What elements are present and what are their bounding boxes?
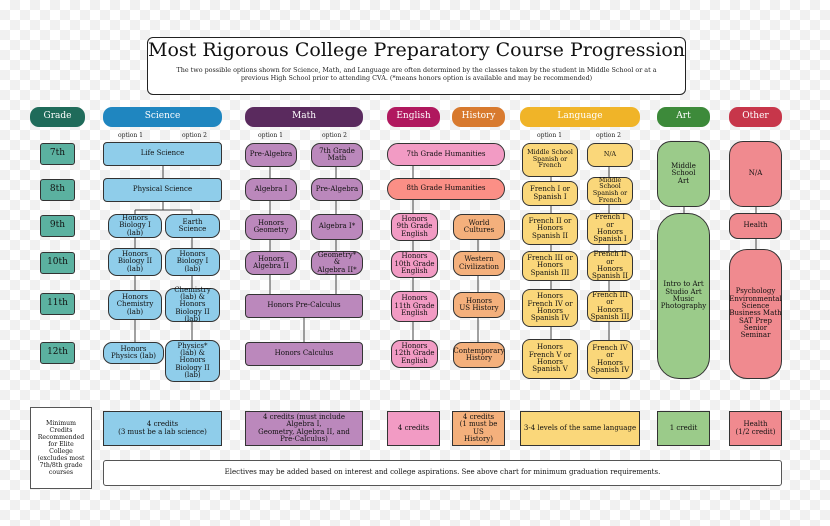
science-g11-option1: Honors Chemistry (lab) — [108, 290, 162, 320]
header-language: Language — [520, 107, 640, 127]
history-g11: Honors US History — [453, 292, 505, 318]
minimum-science: 4 credits (3 must be a lab science) — [103, 411, 222, 446]
minimum-history: 4 credits (1 must be US History) — [452, 411, 505, 446]
history-g12: Contemporary History — [453, 342, 505, 368]
page-subtitle: The two possible options shown for Scien… — [176, 66, 657, 83]
language-g9-option2: French I or Honors Spanish I — [587, 213, 633, 245]
grade-11th: 11th — [40, 293, 75, 315]
english-g10: Honors 10th Grade English — [391, 251, 438, 278]
language-g12-option2: French IV or Honors Spanish IV — [587, 340, 633, 379]
language-option2-label: option 2 — [596, 132, 621, 139]
math-g8-option1: Algebra I — [245, 178, 297, 201]
history-g10: Western Civilization — [453, 251, 505, 276]
english-g8: 8th Grade Humanities — [387, 178, 505, 200]
grade-9th: 9th — [40, 215, 75, 237]
language-g7-option1: Middle School Spanish or French — [522, 143, 578, 177]
header-science: Science — [103, 107, 222, 127]
header-math: Math — [245, 107, 363, 127]
english-g12: Honors 12th Grade English — [391, 340, 438, 368]
minimum-art: 1 credit — [657, 411, 710, 446]
science-g12-option2: Physics* (lab) & Honors Biology II (lab) — [165, 340, 220, 382]
science-g10-option2: Honors Biology I (lab) — [165, 248, 220, 276]
grade-8th: 8th — [40, 179, 75, 201]
math-option1-label: option 1 — [258, 132, 283, 139]
math-g7-option1: Pre-Algebra — [245, 143, 297, 167]
grade-7th: 7th — [40, 143, 75, 165]
language-g7-option2: N/A — [587, 143, 633, 167]
language-option1-label: option 1 — [537, 132, 562, 139]
english-g7: 7th Grade Humanities — [387, 143, 505, 166]
math-g11: Honors Pre-Calculus — [245, 294, 363, 318]
math-g8-option2: Pre-Algebra — [311, 178, 363, 201]
minimum-english: 4 credits — [387, 411, 440, 446]
language-g11-option2: French III or Honors Spanish III — [587, 291, 633, 322]
science-option2-label: option 2 — [182, 132, 207, 139]
english-g9: Honors 9th Grade English — [391, 213, 438, 241]
language-g9-option1: French II or Honors Spanish II — [522, 213, 578, 245]
science-g12-option1: Honors Physics (lab) — [103, 342, 164, 364]
math-g12: Honors Calculus — [245, 342, 363, 366]
minimum-language: 3-4 levels of the same language — [520, 411, 640, 446]
grade-10th: 10th — [40, 252, 75, 274]
history-g9: World Cultures — [453, 214, 505, 240]
english-g11: Honors 11th Grade English — [391, 291, 438, 322]
header-english: English — [387, 107, 440, 127]
header-other: Other — [729, 107, 782, 127]
art-middle-school: Middle School Art — [657, 141, 710, 207]
minimum-credits-label: Minimum Credits Recommended for Elite Co… — [30, 407, 92, 489]
language-g12-option1: Honors French V or Honors Spanish V — [522, 339, 578, 379]
science-option1-label: option 1 — [118, 132, 143, 139]
science-g9-option1: Honors Biology I (lab) — [108, 214, 162, 238]
science-g7: Life Science — [103, 142, 222, 166]
math-option2-label: option 2 — [322, 132, 347, 139]
science-g9-option2: Earth Science — [165, 214, 220, 238]
header-history: History — [452, 107, 505, 127]
art-high-school: Intro to Art Studio Art Music Photograph… — [657, 213, 710, 379]
other-health: Health — [729, 213, 782, 239]
header-grade: Grade — [30, 107, 85, 127]
math-g9-option1: Honors Geometry — [245, 214, 297, 240]
header-art: Art — [657, 107, 710, 127]
language-g8-option2: Middle School Spanish or French — [587, 177, 633, 205]
language-g10-option2: French II or Honors Spanish II — [587, 251, 633, 281]
math-g7-option2: 7th Grade Math — [311, 143, 363, 167]
electives-note: Electives may be added based on interest… — [103, 460, 782, 486]
language-g10-option1: French III or Honors Spanish III — [522, 251, 578, 281]
science-g10-option1: Honors Biology II (lab) — [108, 248, 162, 276]
page-title: Most Rigorous College Preparatory Course… — [148, 39, 685, 61]
other-electives: Psychology Environmental Science Busines… — [729, 249, 782, 379]
math-g10-option2: Geometry* & Algebra II* — [311, 251, 363, 275]
science-g8: Physical Science — [103, 178, 222, 202]
language-g11-option1: Honors French IV or Honors Spanish IV — [522, 289, 578, 327]
language-g8-option1: French I or Spanish I — [522, 181, 578, 206]
minimum-other: Health (1/2 credit) — [729, 411, 782, 446]
minimum-math: 4 credits (must include Algebra I, Geome… — [245, 411, 363, 446]
science-g11-option2: Chemistry (lab) & Honors Biology II (lab… — [165, 286, 220, 323]
math-g9-option2: Algebra I* — [311, 214, 363, 240]
other-na: N/A — [729, 141, 782, 207]
grade-12th: 12th — [40, 342, 75, 364]
title-box — [147, 37, 686, 95]
math-g10-option1: Honors Algebra II — [245, 251, 297, 275]
